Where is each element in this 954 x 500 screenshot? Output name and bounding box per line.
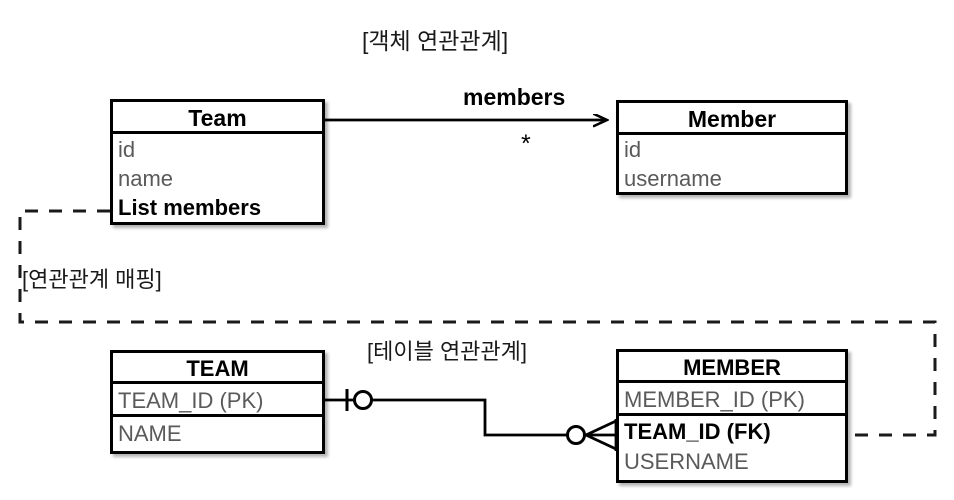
table-box-team[interactable]: TEAM TEAM_ID (PK) NAME [110, 350, 325, 454]
attribute-text: id [118, 137, 136, 162]
table-column-row: TEAM_ID (FK) [624, 417, 845, 447]
association-label-members: members [463, 84, 566, 110]
column-text-emphasized: TEAM_ID (FK) [624, 419, 771, 444]
column-text: USERNAME [624, 449, 749, 474]
table-column-row: USERNAME [624, 447, 845, 477]
table-section-title: [테이블 연관관계] [367, 339, 528, 364]
class-name-member: Member [619, 103, 845, 135]
class-attribute-row: id [113, 135, 322, 164]
table-column-row: MEMBER_ID (PK) [619, 383, 845, 416]
class-attribute-row: username [619, 164, 845, 193]
cardinality-zero-circle-member [566, 425, 586, 445]
mapping-section-title: [연관관계 매핑] [22, 267, 162, 292]
class-attribute-row: id [619, 135, 845, 164]
column-text: TEAM_ID (PK) [118, 388, 264, 413]
class-attribute-row: List members [113, 193, 322, 222]
table-column-row: NAME [113, 417, 322, 450]
column-text: NAME [118, 421, 182, 446]
class-attributes-member: id username [619, 135, 845, 193]
cardinality-crows-foot [585, 419, 618, 451]
column-text: MEMBER_ID (PK) [624, 387, 805, 412]
class-box-team[interactable]: Team id name List members [110, 99, 325, 225]
relationship-line-team-member [325, 389, 618, 451]
association-multiplicity: * [521, 130, 531, 158]
attribute-text-emphasized: List members [118, 195, 262, 220]
class-box-member[interactable]: Member id username [616, 100, 848, 195]
attribute-text: id [624, 137, 642, 162]
object-section-title: [객체 연관관계] [362, 28, 509, 54]
table-column-row: TEAM_ID (PK) [113, 384, 322, 417]
class-name-team: Team [113, 102, 322, 134]
attribute-text: username [624, 166, 722, 191]
class-attributes-team: id name List members [113, 134, 322, 222]
table-name-team: TEAM [113, 353, 322, 384]
table-box-member[interactable]: MEMBER MEMBER_ID (PK) TEAM_ID (FK) USERN… [616, 349, 848, 483]
class-attribute-row: name [113, 164, 322, 193]
table-column-row-group: TEAM_ID (FK) USERNAME [619, 416, 845, 480]
attribute-text: name [118, 166, 174, 191]
cardinality-zero-circle-team [353, 390, 373, 410]
table-name-member: MEMBER [619, 352, 845, 383]
